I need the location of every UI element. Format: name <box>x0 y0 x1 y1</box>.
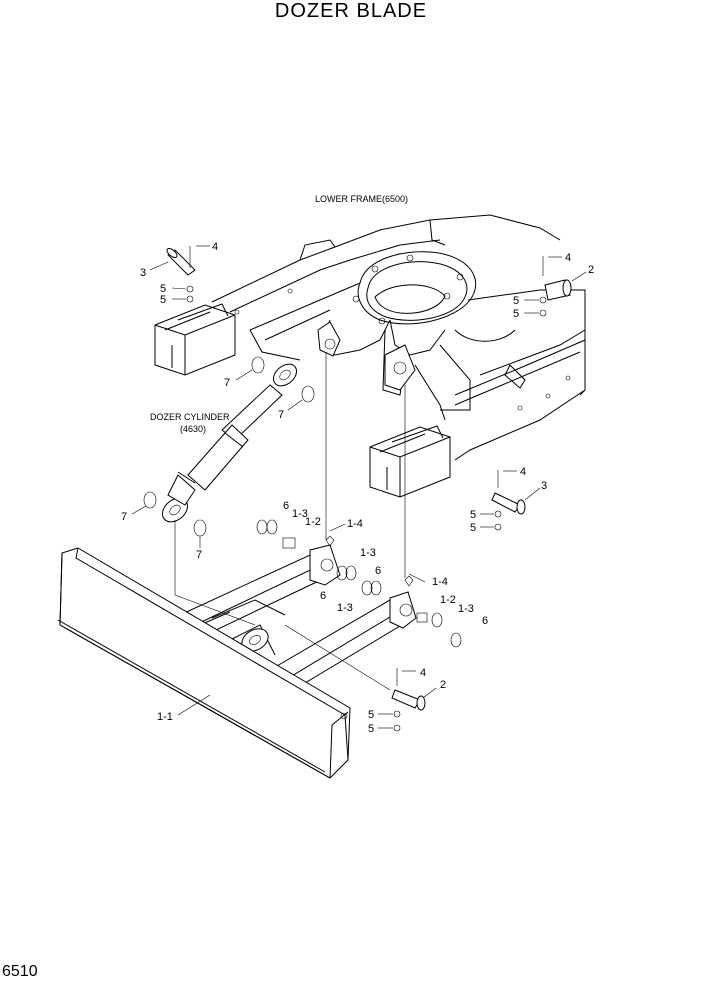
callout-4-c: 4 <box>520 466 526 478</box>
callout-5-c: 5 <box>513 295 519 307</box>
callout-1-3-b: 1-3 <box>360 547 376 559</box>
callout-5-d: 5 <box>513 308 519 320</box>
callout-1-3-a: 1-3 <box>292 508 308 520</box>
dozer-blade <box>57 547 351 779</box>
callout-1-4-b: 1-4 <box>432 576 448 588</box>
callout-6-b: 6 <box>375 565 381 577</box>
callout-7-b: 7 <box>278 409 284 421</box>
hardware <box>143 246 572 732</box>
callout-2-b: 2 <box>440 679 446 691</box>
lower-frame <box>211 214 586 461</box>
right-track-bracket <box>369 425 451 498</box>
callout-5-e: 5 <box>470 509 476 521</box>
callout-7-d: 7 <box>196 549 202 561</box>
page-title: DOZER BLADE <box>274 0 428 22</box>
dozer-cylinder-caption-2: (4630) <box>180 424 206 434</box>
lower-frame-caption: LOWER FRAME(6500) <box>315 194 408 204</box>
dozer-cylinder-caption-1: DOZER CYLINDER <box>150 412 230 422</box>
callout-2-a: 2 <box>588 264 594 276</box>
callout-4-a: 4 <box>212 241 218 253</box>
callout-1-3-c: 1-3 <box>337 602 353 614</box>
callout-1-3-d: 1-3 <box>458 603 474 615</box>
dozer-cylinder <box>161 363 298 523</box>
callout-6-a: 6 <box>283 500 289 512</box>
callout-1-2-b: 1-2 <box>440 594 456 606</box>
callout-5-g: 5 <box>368 709 374 721</box>
callout-6-c: 6 <box>320 590 326 602</box>
callout-3-a: 3 <box>140 267 146 279</box>
leader-lines <box>131 245 587 729</box>
callout-5-f: 5 <box>470 522 476 534</box>
callout-5-b: 5 <box>160 294 166 306</box>
callout-1-2-a: 1-2 <box>305 516 321 528</box>
page-number: 6510 <box>2 963 38 980</box>
callout-7-a: 7 <box>224 377 230 389</box>
callout-6-d: 6 <box>482 615 488 627</box>
left-track-bracket <box>154 303 236 376</box>
callout-5-a: 5 <box>160 283 166 295</box>
callout-4-d: 4 <box>420 667 426 679</box>
callout-4-b: 4 <box>565 252 571 264</box>
callout-7-c: 7 <box>121 511 127 523</box>
callout-labels: 4 3 5 5 4 2 5 5 7 7 7 7 4 3 5 5 6 1-3 1-… <box>121 241 594 735</box>
callout-1-4-a: 1-4 <box>347 518 363 530</box>
callout-3-b: 3 <box>541 480 547 492</box>
callout-5-h: 5 <box>368 723 374 735</box>
callout-1-1: 1-1 <box>157 711 173 723</box>
